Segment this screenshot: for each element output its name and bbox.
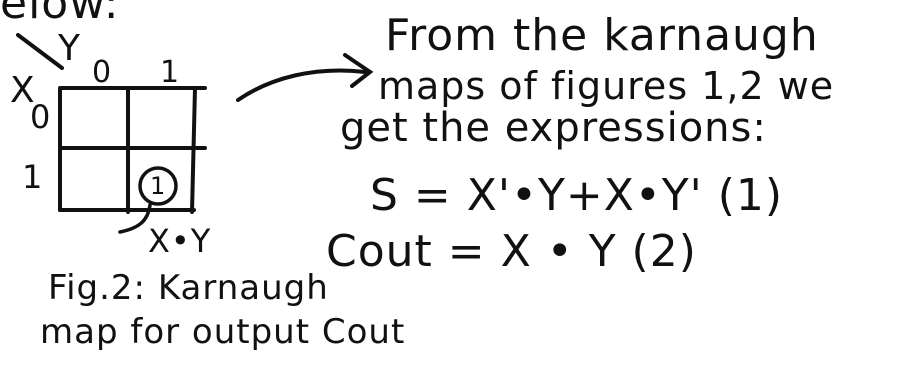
kmap-var-y: Y	[58, 28, 81, 69]
header-fragment: elow:	[0, 0, 120, 29]
arrow	[236, 53, 374, 102]
kmap-grid	[58, 86, 207, 214]
term-pointer-line	[118, 203, 152, 234]
kmap-cell-value: 1	[150, 172, 167, 200]
note-line-3: get the expressions:	[340, 105, 767, 151]
kmap-col-label-0: 0	[92, 55, 113, 90]
kmap-var-x: X	[10, 70, 36, 111]
figure-caption-line-1: Fig.2: Karnaugh	[48, 268, 329, 308]
kmap-row-label-1: 1	[22, 158, 44, 196]
note-line-1: From the karnaugh	[385, 10, 819, 61]
figure-caption-line-2: map for output Cout	[40, 312, 406, 352]
equation-s: S = X'•Y+X•Y' (1)	[370, 170, 784, 221]
kmap-diagonal-line	[16, 33, 64, 70]
kmap-term: X•Y	[148, 222, 212, 260]
note-line-2: maps of figures 1,2 we	[378, 64, 835, 108]
equation-cout: Cout = X • Y (2)	[326, 226, 697, 277]
kmap-cell-circle	[138, 166, 178, 206]
kmap-row-label-0: 0	[30, 98, 52, 136]
kmap-col-label-1: 1	[160, 55, 181, 90]
